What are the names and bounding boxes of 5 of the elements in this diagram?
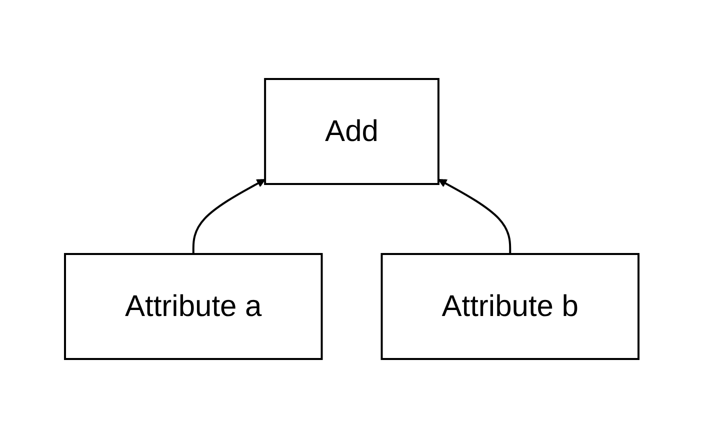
node-box: Attribute a — [64, 252, 323, 360]
node-box: Attribute b — [381, 252, 640, 360]
node-box: Add — [264, 78, 440, 184]
arrow — [438, 178, 512, 254]
arrow — [192, 178, 266, 254]
